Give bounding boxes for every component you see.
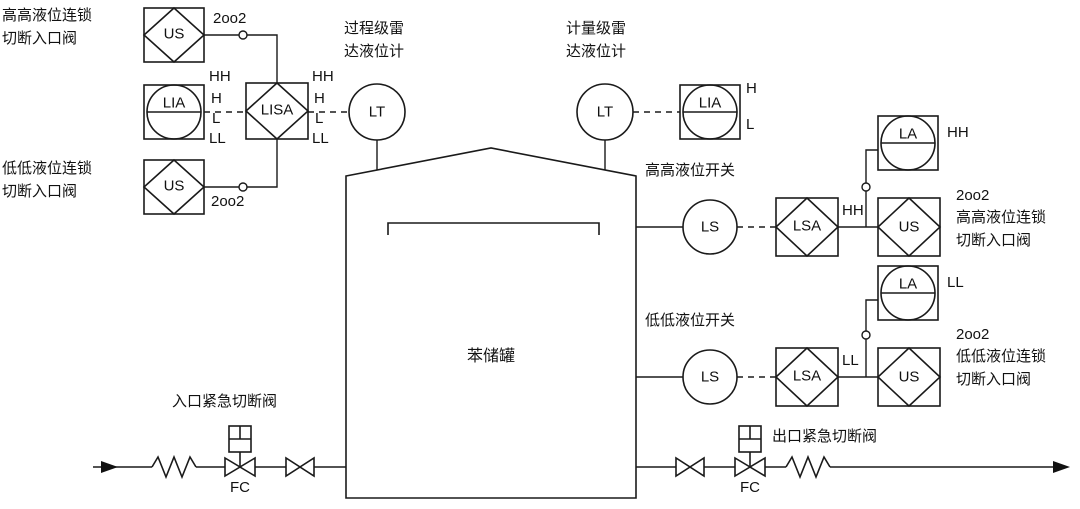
- caption-process-radar-2: 达液位计: [344, 43, 405, 60]
- link-la-high-branch: [865, 149, 878, 227]
- note-ll-interlock-left-1: 低低液位连锁: [2, 160, 93, 177]
- tank-outline: [345, 147, 637, 499]
- level-label-lia-h: H: [211, 90, 222, 107]
- level-label-lia-hh: HH: [209, 68, 231, 85]
- flow-arrow-inlet: [101, 461, 118, 473]
- sis-diamond: [774, 346, 840, 408]
- level-label-lisa-ll: LL: [312, 130, 329, 147]
- sis-diamond: [774, 196, 840, 258]
- instrument-la-low: [877, 265, 939, 321]
- level-label-lia-right-h: H: [746, 80, 757, 97]
- voting-label-top-left: 2oo2: [213, 10, 247, 27]
- tag-ls-high: LS: [700, 218, 720, 236]
- valve-left-wing: [285, 456, 302, 478]
- outlet-flame-arrester: [785, 454, 831, 480]
- level-label-lsa-low: LL: [842, 352, 859, 369]
- note-ll-interlock-right-1: 低低液位连锁: [956, 348, 1047, 365]
- instrument-lia-left: [143, 84, 205, 140]
- tank-internal-roof-line: [387, 222, 600, 235]
- level-label-lia-right-l: L: [746, 116, 755, 133]
- voting-label-bottom-left: 2oo2: [211, 193, 245, 210]
- tag-ls-low: LS: [700, 368, 720, 386]
- level-label-lisa-l: L: [315, 110, 324, 127]
- level-label-la-high: HH: [947, 124, 969, 141]
- sis-diamond: [142, 158, 206, 216]
- tag-us-bottom-left: US: [163, 177, 185, 195]
- fc-label-outlet: FC: [740, 479, 760, 496]
- tag-us-top-left: US: [163, 25, 185, 43]
- junction-node-top-left: [238, 30, 248, 40]
- note-hh-interlock-left-2: 切断入口阀: [2, 30, 78, 47]
- note-ll-interlock-right-2: 切断入口阀: [956, 371, 1032, 388]
- sis-diamond: [142, 6, 206, 64]
- valve-left-wing: [675, 456, 692, 478]
- link-lisa-us-top: [204, 34, 278, 83]
- instrument-la-high: [877, 115, 939, 171]
- note-hh-voting-right: 2oo2: [956, 187, 990, 204]
- tag-us-high: US: [898, 218, 920, 236]
- level-label-lia-l: L: [212, 110, 221, 127]
- tank-label: 苯储罐: [466, 348, 516, 365]
- flow-arrow-outlet: [1053, 461, 1070, 473]
- junction-node-bottom-left: [238, 182, 248, 192]
- note-hh-interlock-right-1: 高高液位连锁: [956, 209, 1047, 226]
- level-label-lisa-h: H: [314, 90, 325, 107]
- valve-right-wing: [688, 456, 705, 478]
- sis-diamond: [876, 196, 942, 258]
- fc-label-inlet: FC: [230, 479, 250, 496]
- sis-diamond: [876, 346, 942, 408]
- note-ll-voting-right: 2oo2: [956, 326, 990, 343]
- level-label-la-low: LL: [947, 274, 964, 291]
- note-ll-interlock-left-2: 切断入口阀: [2, 183, 78, 200]
- tag-lt-metering: LT: [596, 103, 614, 121]
- tag-lsa-low: LSA: [792, 367, 822, 385]
- caption-metering-radar-2: 达液位计: [566, 43, 627, 60]
- caption-low-switch: 低低液位开关: [645, 312, 736, 329]
- tag-lisa: LISA: [260, 101, 294, 119]
- link-lisa-us-bottom: [204, 139, 278, 188]
- caption-process-radar-1: 过程级雷: [344, 20, 405, 37]
- inlet-block-valve: [285, 456, 315, 478]
- caption-metering-radar-1: 计量级雷: [566, 20, 627, 37]
- junction-node-low: [861, 330, 871, 340]
- inlet-esd-valve: [224, 425, 256, 478]
- signal-lines: [204, 30, 878, 378]
- tag-lia-left: LIA: [162, 94, 186, 112]
- tag-la-high: LA: [898, 125, 918, 143]
- valve-left-wing: [734, 456, 752, 478]
- inlet-flame-arrester: [151, 454, 197, 480]
- tag-lsa-high: LSA: [792, 217, 822, 235]
- valve-right-wing: [298, 456, 315, 478]
- note-hh-interlock-left-1: 高高液位连锁: [2, 7, 93, 24]
- valve-right-wing: [238, 456, 256, 478]
- caption-high-switch: 高高液位开关: [645, 162, 736, 179]
- junction-node-high: [861, 182, 871, 192]
- piping: [93, 425, 1070, 480]
- valve-right-wing: [748, 456, 766, 478]
- link-la-low-branch: [865, 299, 878, 377]
- caption-outlet-esd-valve: 出口紧急切断阀: [772, 428, 878, 445]
- benzene-tank: [345, 147, 637, 499]
- outlet-block-valve: [675, 456, 705, 478]
- tag-lt-process: LT: [368, 103, 386, 121]
- tag-la-low: LA: [898, 275, 918, 293]
- level-label-lisa-hh: HH: [312, 68, 334, 85]
- caption-inlet-esd-valve: 入口紧急切断阀: [172, 393, 278, 410]
- tag-lia-right: LIA: [698, 94, 722, 112]
- tag-us-low: US: [898, 368, 920, 386]
- level-label-lia-ll: LL: [209, 130, 226, 147]
- valve-left-wing: [224, 456, 242, 478]
- note-hh-interlock-right-2: 切断入口阀: [956, 232, 1032, 249]
- outlet-esd-valve: [734, 425, 766, 478]
- level-label-lsa-high: HH: [842, 202, 864, 219]
- instrument-lia-right: [679, 84, 741, 140]
